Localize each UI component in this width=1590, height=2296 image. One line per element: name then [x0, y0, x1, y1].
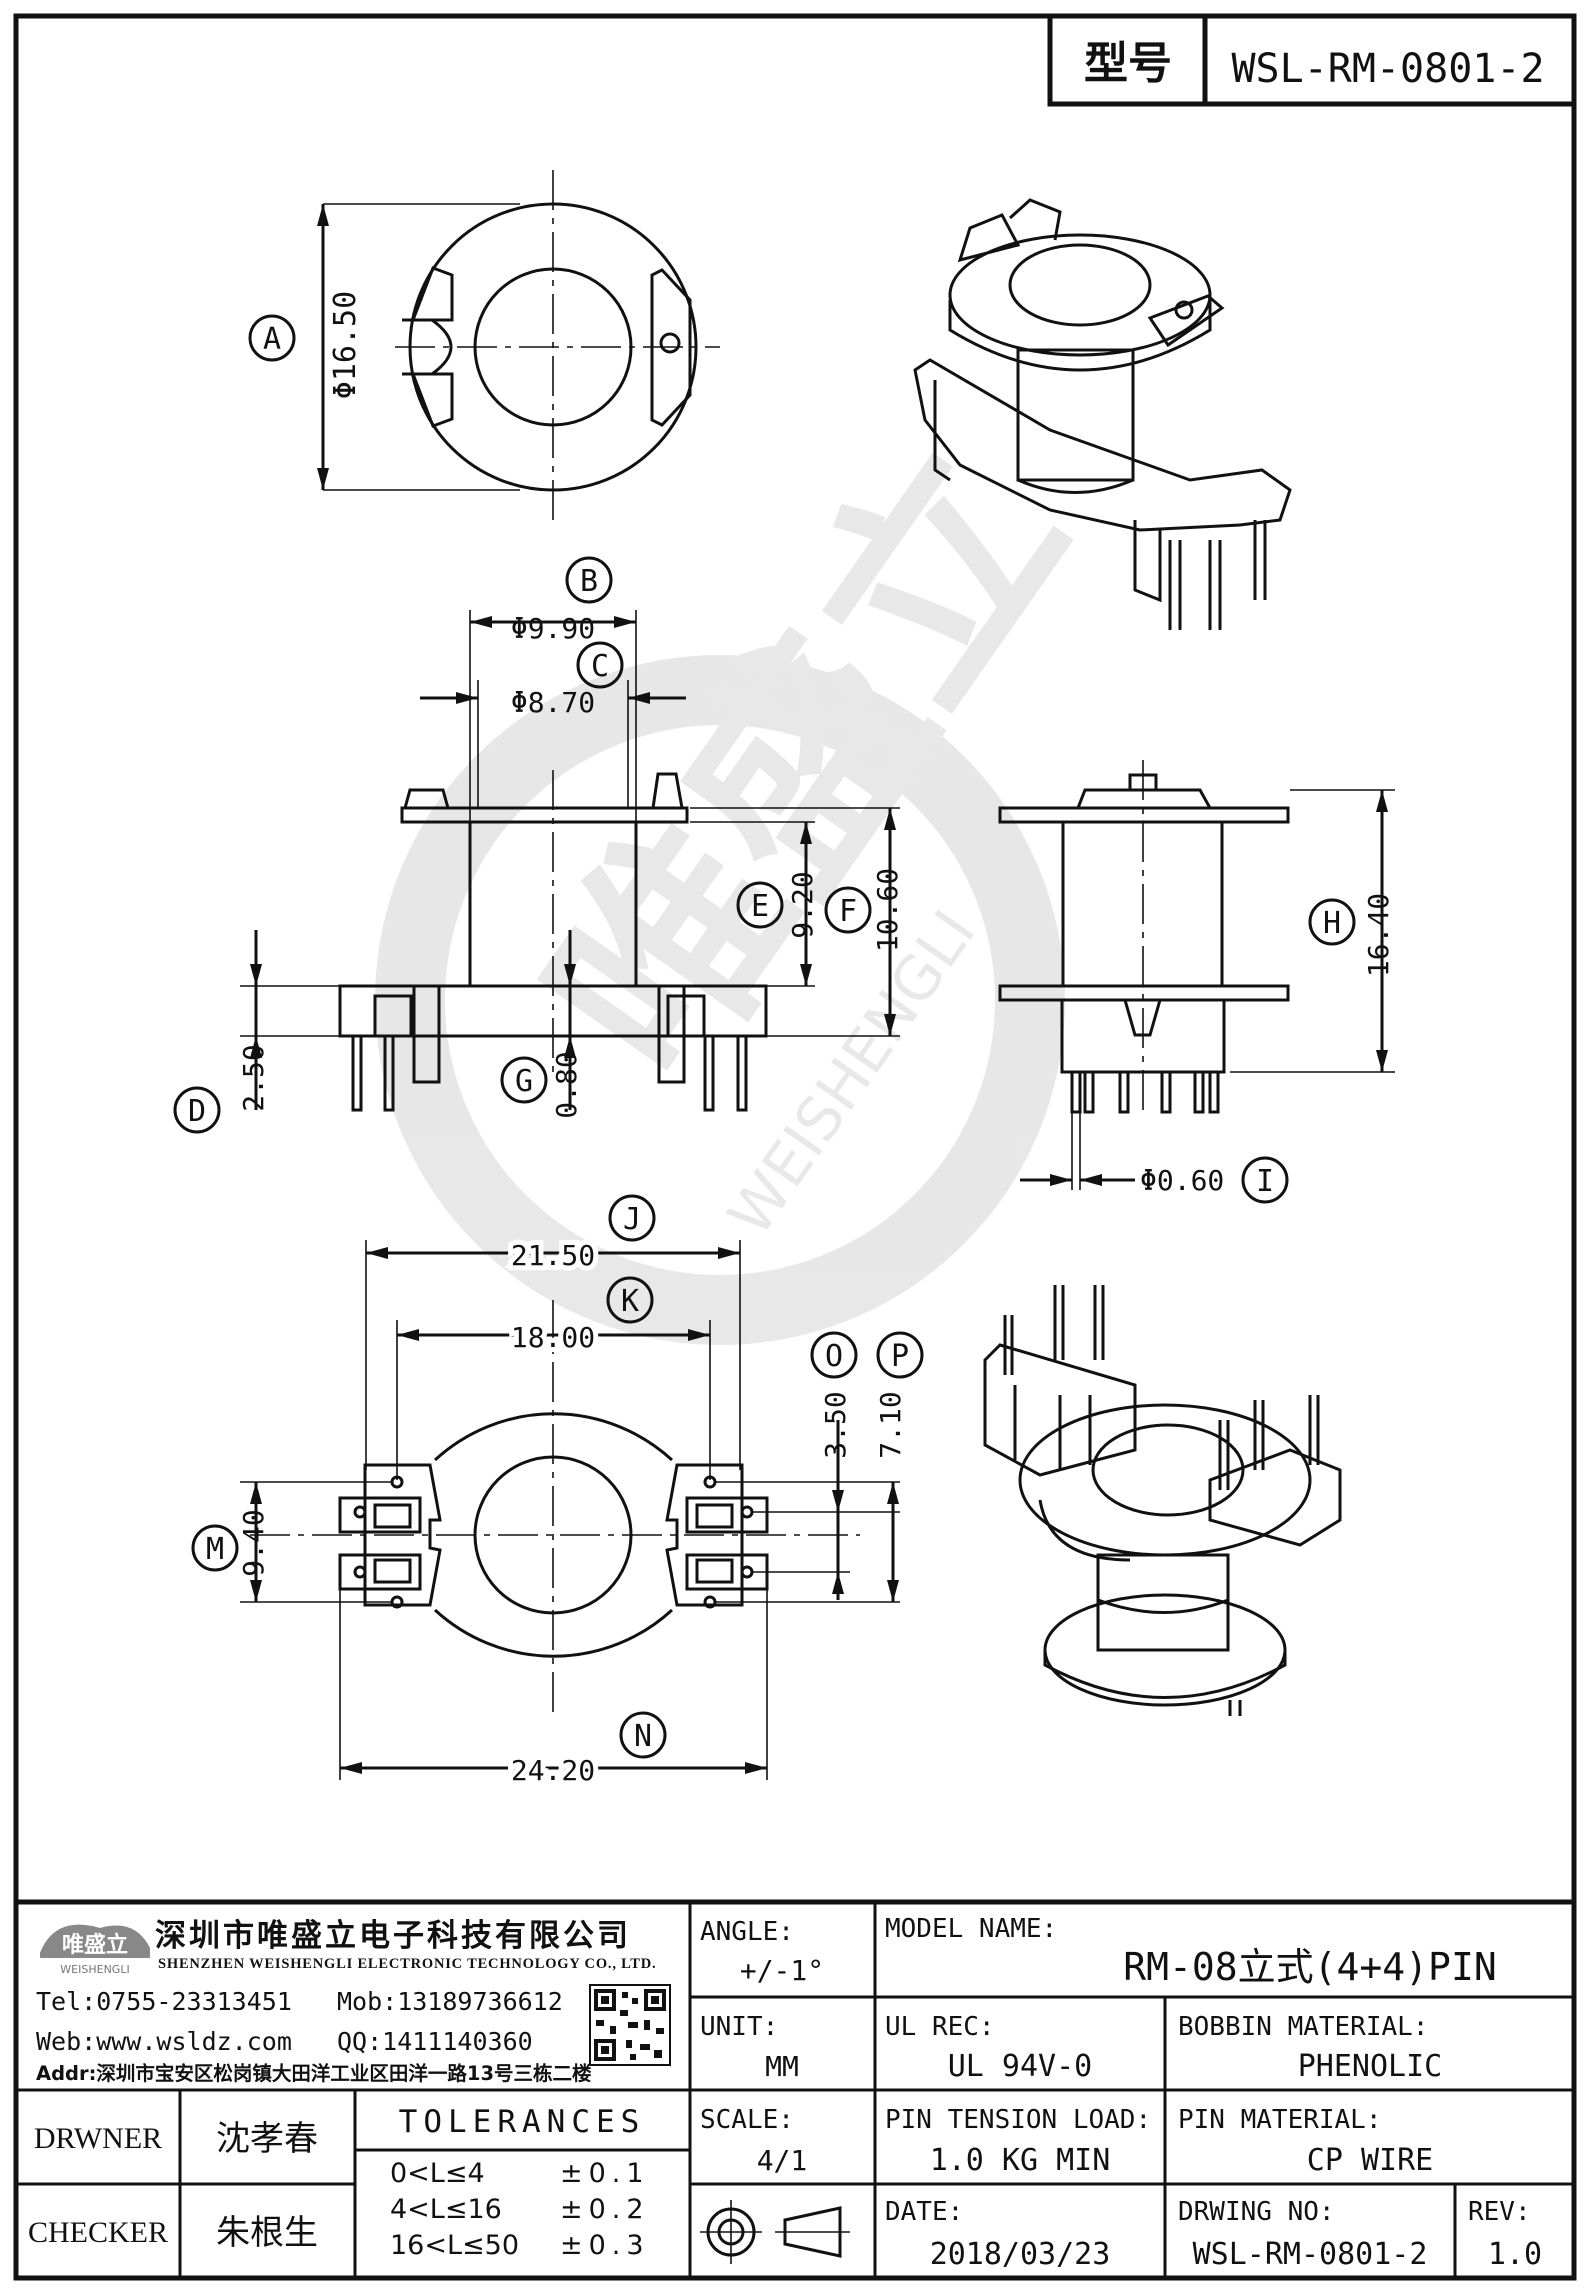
pin-tension-label: PIN TENSION LOAD: — [885, 2105, 1151, 2135]
dim-j-tag: J — [623, 1202, 641, 1237]
model-label: 型号 — [1084, 38, 1172, 89]
company-tel: Tel:0755-23313451 — [36, 1987, 292, 2016]
checker-value: 朱根生 — [216, 2213, 318, 2253]
dim-b-tag: B — [580, 564, 598, 599]
angle-value: +/-1° — [740, 1954, 824, 1987]
dim-p-value: 7.10 — [874, 1391, 907, 1458]
dim-f-tag: F — [839, 894, 857, 929]
dim-k-value: 18.00 — [511, 1321, 595, 1354]
side-view: 16.40 H Φ0.60 I — [998, 760, 1395, 1204]
dim-f-value: 10.60 — [871, 868, 904, 952]
pin-material-value: CP WIRE — [1307, 2143, 1433, 2178]
dim-j-value: 21.50 — [511, 1239, 595, 1272]
model-number-box: 型号 WSL-RM-0801-2 — [1047, 16, 1574, 107]
dim-d-value: 2.50 — [237, 1044, 270, 1111]
dim-a-tag: A — [263, 322, 281, 357]
pin-material-label: PIN MATERIAL: — [1178, 2105, 1382, 2135]
drawing-no-label: DRWING NO: — [1178, 2197, 1335, 2227]
scale-value: 4/1 — [757, 2144, 808, 2177]
bobbin-material-value: PHENOLIC — [1298, 2049, 1443, 2084]
company-qq: QQ:1411140360 — [337, 2027, 533, 2056]
company-web: Web:www.wsldz.com — [36, 2027, 292, 2056]
dim-g-value: 0.80 — [550, 1051, 583, 1118]
tolerance-value-3: ±0.3 — [560, 2230, 650, 2261]
sheet-border — [13, 13, 1577, 2281]
checker-label: CHECKER — [28, 2216, 168, 2249]
logo-cn: 唯盛立 — [62, 1932, 128, 1958]
dim-b-value: Φ9.90 — [511, 612, 595, 645]
company-logo: 唯盛立 WEISHENGLI — [40, 1924, 150, 1976]
tolerance-range-3: 16<L≤50 — [390, 2230, 519, 2261]
top-view: Φ16.50 A — [248, 170, 720, 525]
dim-c-value: Φ8.70 — [511, 686, 595, 719]
angle-label: ANGLE: — [700, 1917, 794, 1947]
dim-k-tag: K — [621, 1284, 639, 1319]
bobbin-material-label: BOBBIN MATERIAL: — [1178, 2012, 1428, 2042]
dim-m-value: 9.40 — [237, 1509, 270, 1576]
projection-symbol — [700, 2200, 850, 2264]
bottom-view: 21.50 J 18.00 K 24.20 N 9.40 M — [191, 1194, 924, 1792]
dim-n-value: 24.20 — [511, 1754, 595, 1787]
dim-e-tag: E — [751, 889, 769, 924]
scale-label: SCALE: — [700, 2105, 794, 2135]
tolerance-value-1: ±0.1 — [560, 2158, 650, 2189]
company-name-en: SHENZHEN WEISHENGLI ELECTRONIC TECHNOLOG… — [158, 1956, 656, 1972]
drawer-label: DRWNER — [34, 2122, 162, 2155]
dim-o-tag: O — [825, 1339, 843, 1374]
dim-h-value: 16.40 — [1362, 893, 1395, 977]
ul-value: UL 94V-0 — [948, 2049, 1093, 2084]
tolerances-title: TOLERANCES — [399, 2104, 646, 2140]
company-addr: Addr:深圳市宝安区松岗镇大田洋工业区田洋一路13号三栋二楼 — [36, 2062, 592, 2085]
date-value: 2018/03/23 — [930, 2237, 1111, 2272]
rev-value: 1.0 — [1488, 2237, 1542, 2272]
isometric-bottom-view — [983, 1285, 1342, 1716]
dim-c-tag: C — [591, 649, 609, 684]
dim-a-value: Φ16.50 — [328, 291, 363, 399]
dim-i-tag: I — [1256, 1164, 1274, 1199]
dim-h-tag: H — [1323, 906, 1341, 941]
dim-g-tag: G — [515, 1064, 533, 1099]
rev-label: REV: — [1468, 2197, 1531, 2227]
tolerance-range-1: 0<L≤4 — [390, 2158, 485, 2189]
date-label: DATE: — [885, 2197, 963, 2227]
drawer-value: 沈孝春 — [216, 2119, 318, 2159]
qr-code — [589, 1984, 671, 2066]
pin-tension-value: 1.0 KG MIN — [930, 2143, 1111, 2178]
model-name-value: RM-08立式(4+4)PIN — [1123, 1945, 1496, 1989]
dim-p-tag: P — [891, 1339, 909, 1374]
dim-e-value: 9.20 — [786, 871, 819, 938]
dim-m-tag: M — [206, 1532, 224, 1567]
dim-n-tag: N — [634, 1719, 652, 1754]
dim-i-value: Φ0.60 — [1140, 1164, 1224, 1197]
title-block: 唯盛立 WEISHENGLI 深圳市唯盛立电子科技有限公司 SHENZHEN W… — [16, 1899, 1574, 2278]
model-number: WSL-RM-0801-2 — [1231, 46, 1544, 92]
unit-label: UNIT: — [700, 2012, 778, 2042]
front-view: Φ9.90 B Φ8.70 C 9.20 10.60 E F 2.50 D — [173, 556, 904, 1134]
drawing-no-value: WSL-RM-0801-2 — [1193, 2237, 1428, 2272]
isometric-top-view — [913, 198, 1292, 630]
watermark: 唯盛立 WEISHENGLI — [375, 404, 1114, 1345]
dim-o-value: 3.50 — [819, 1391, 852, 1458]
dim-d-tag: D — [188, 1094, 206, 1129]
tolerance-value-2: ±0.2 — [560, 2194, 650, 2225]
company-mob: Mob:13189736612 — [337, 1987, 563, 2016]
model-name-label: MODEL NAME: — [885, 1914, 1057, 1944]
logo-en: WEISHENGLI — [60, 1963, 129, 1976]
unit-value: MM — [765, 2050, 799, 2083]
ul-label: UL REC: — [885, 2012, 995, 2042]
company-name-cn: 深圳市唯盛立电子科技有限公司 — [155, 1918, 631, 1954]
tolerance-range-2: 4<L≤16 — [390, 2194, 502, 2225]
